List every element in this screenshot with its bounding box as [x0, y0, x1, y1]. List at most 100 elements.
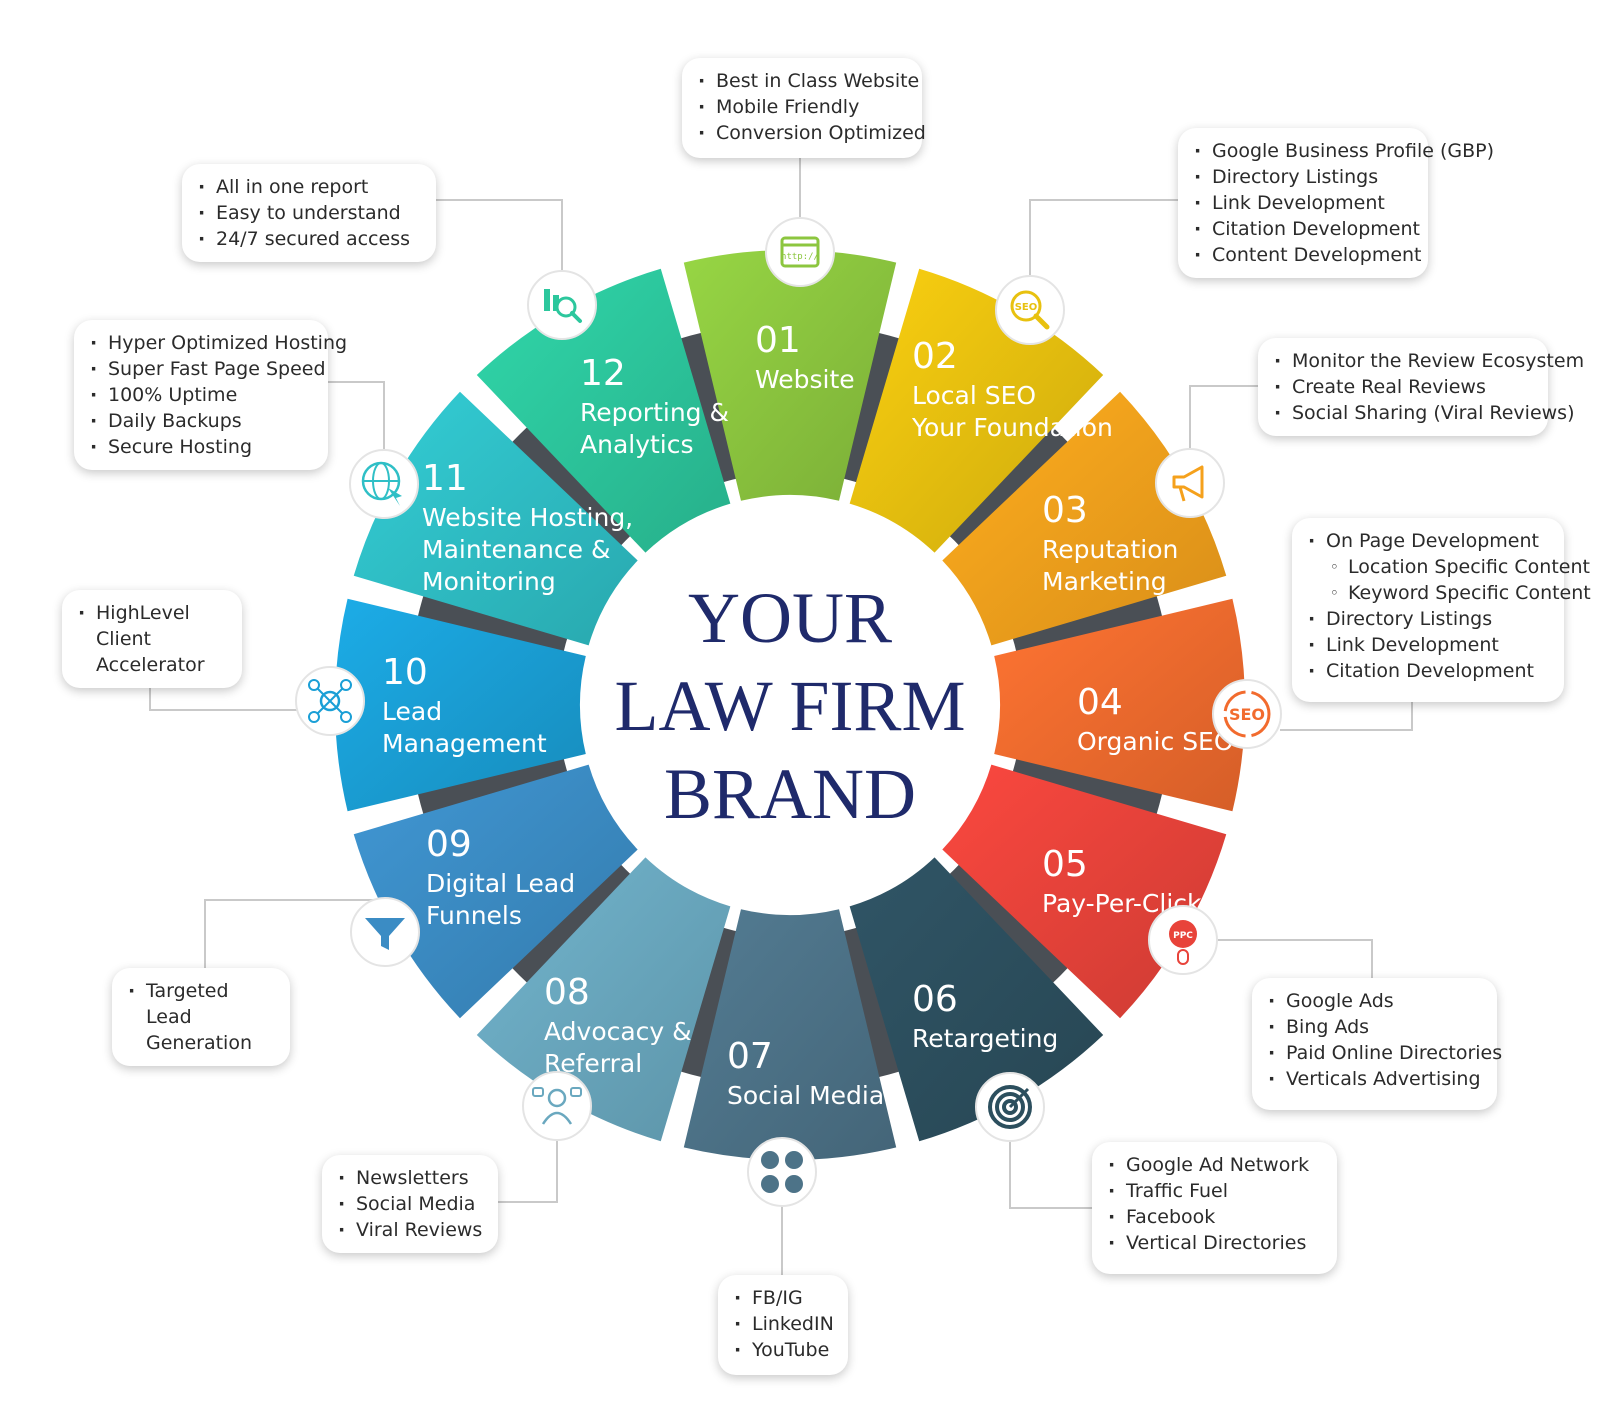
connector-line	[204, 899, 385, 968]
callout-bubble-06: Google Ad NetworkTraffic FuelFacebookVer…	[1092, 1142, 1337, 1274]
bullet-item: LinkedIN	[730, 1311, 834, 1337]
connector-line	[1280, 702, 1413, 731]
segment-number-12: 12	[580, 353, 626, 394]
segment-number-03: 03	[1042, 490, 1088, 531]
callout-bubble-03: Monitor the Review EcosystemCreate Real …	[1258, 338, 1584, 436]
segment-12	[476, 268, 731, 553]
analytics-search-icon	[527, 270, 597, 340]
bullet-list: All in one reportEasy to understand24/7 …	[194, 174, 416, 252]
segment-label-11: Maintenance &	[422, 535, 610, 564]
segment-label-11: Website Hosting,	[422, 503, 633, 532]
center-disc	[592, 507, 988, 903]
segment-label-12: Reporting &	[580, 398, 729, 427]
connector-line	[328, 381, 385, 452]
bullet-item: Facebook	[1104, 1204, 1317, 1230]
segment-number-08: 08	[544, 972, 590, 1013]
bullet-list: Hyper Optimized HostingSuper Fast Page S…	[86, 330, 347, 460]
bullet-item: Google Business Profile (GBP)	[1190, 138, 1494, 164]
segment-label-06: Retargeting	[912, 1024, 1058, 1053]
bullet-item: Best in Class Website	[694, 68, 919, 94]
bullet-list: Targeted Lead Generation	[124, 978, 270, 1056]
social-media-icon	[747, 1137, 817, 1207]
connector-line	[1009, 1140, 1092, 1209]
ppc-mouse-icon: PPC	[1148, 905, 1218, 975]
segment-label-08: Advocacy &	[544, 1017, 692, 1046]
segment-number-10: 10	[382, 652, 428, 693]
segment-label-09: Funnels	[426, 901, 522, 930]
segment-number-05: 05	[1042, 844, 1088, 885]
segment-number-11: 11	[422, 458, 468, 499]
segment-03	[942, 391, 1227, 646]
svg-text:SEO: SEO	[1015, 302, 1038, 313]
bullet-item: Social Sharing (Viral Reviews)	[1270, 400, 1575, 426]
seo-magnifier-icon: SEO	[995, 275, 1065, 345]
center-title-line2: LAW FIRM	[615, 666, 966, 746]
bullet-list: Google Business Profile (GBP)Directory L…	[1190, 138, 1494, 268]
svg-text:http://: http://	[781, 252, 819, 262]
megaphone-icon	[1155, 448, 1225, 518]
segment-label-10: Lead	[382, 697, 442, 726]
segment-icons: http:// SEO SEO PPC	[295, 217, 1282, 1207]
segment-01	[683, 250, 897, 501]
bullet-item: All in one report	[194, 174, 416, 200]
target-icon	[975, 1072, 1045, 1142]
bullet-item: Targeted Lead Generation	[124, 978, 270, 1056]
bullet-list: Google Ad NetworkTraffic FuelFacebookVer…	[1104, 1152, 1317, 1256]
svg-text:SEO: SEO	[1229, 705, 1265, 724]
bullet-item: Google Ad Network	[1104, 1152, 1317, 1178]
callout-bubble-11: Hyper Optimized HostingSuper Fast Page S…	[74, 320, 347, 470]
bullet-item: FB/IG	[730, 1285, 828, 1311]
bullet-item: Google Ads	[1264, 988, 1477, 1014]
segment-06	[849, 857, 1104, 1142]
segment-label-03: Reputation	[1042, 535, 1178, 564]
bullet-item: Location Specific Content	[1304, 554, 1590, 580]
segment-label-02: Local SEO	[912, 381, 1036, 410]
connector-line	[1189, 385, 1258, 452]
center-title-line1: YOUR	[688, 578, 892, 658]
segment-number-07: 07	[727, 1036, 773, 1077]
bullet-item: Link Development	[1190, 190, 1408, 216]
callout-bubble-09: Targeted Lead Generation	[112, 968, 290, 1066]
bullet-item: Hyper Optimized Hosting	[86, 330, 347, 356]
bullet-list: Google AdsBing AdsPaid Online Directorie…	[1264, 988, 1502, 1092]
bullet-item: Easy to understand	[194, 200, 416, 226]
bullet-item: Verticals Advertising	[1264, 1066, 1481, 1092]
center-circle: YOUR LAW FIRM BRAND	[592, 507, 988, 903]
segment-label-07: Social Media	[727, 1081, 884, 1110]
callout-bubble-12: All in one reportEasy to understand24/7 …	[182, 164, 436, 262]
bullet-item: 100% Uptime	[86, 382, 308, 408]
segment-number-02: 02	[912, 336, 958, 377]
bullet-item: Bing Ads	[1264, 1014, 1477, 1040]
bullet-item: Directory Listings	[1190, 164, 1408, 190]
connector-line	[149, 682, 298, 711]
segment-label-10: Management	[382, 729, 547, 758]
bullet-item: Daily Backups	[86, 408, 308, 434]
bullet-item: 24/7 secured access	[194, 226, 416, 252]
segment-label-02: Your Foundation	[911, 413, 1113, 442]
bullet-item: Conversion Optimized	[694, 120, 926, 146]
segment-number-04: 04	[1077, 682, 1123, 723]
segment-11	[353, 391, 638, 646]
bullet-item: YouTube	[730, 1337, 829, 1363]
connector-line	[498, 1140, 558, 1203]
bullet-item: Keyword Specific Content	[1304, 580, 1591, 606]
bullet-item: Vertical Directories	[1104, 1230, 1317, 1256]
bullet-list: On Page DevelopmentLocation Specific Con…	[1304, 528, 1591, 684]
svg-text:PPC: PPC	[1173, 931, 1193, 941]
segment-label-04: Organic SEO	[1077, 727, 1234, 756]
callout-bubble-01: Best in Class WebsiteMobile FriendlyConv…	[682, 58, 926, 158]
center-title-line3: BRAND	[664, 754, 916, 834]
segment-08	[476, 857, 731, 1142]
bullet-item: On Page Development	[1304, 528, 1544, 554]
bullet-item: Super Fast Page Speed	[86, 356, 326, 382]
bullet-item: Viral Reviews	[334, 1217, 482, 1243]
bullet-item: Create Real Reviews	[1270, 374, 1528, 400]
connector-line	[436, 199, 563, 272]
crm-network-icon	[295, 666, 365, 736]
bullet-item: Content Development	[1190, 242, 1422, 268]
globe-cursor-icon	[349, 449, 419, 519]
bullet-item: Citation Development	[1304, 658, 1544, 684]
